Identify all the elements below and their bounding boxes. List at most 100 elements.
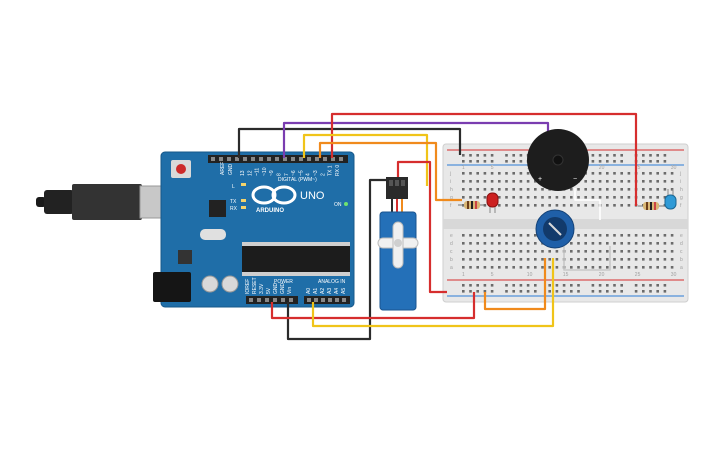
breadboard-hole[interactable] [570, 266, 573, 269]
breadboard-hole[interactable] [490, 172, 494, 175]
breadboard-hole[interactable] [584, 266, 587, 269]
breadboard-hole[interactable] [505, 266, 508, 269]
breadboard-hole[interactable] [476, 242, 479, 245]
breadboard-hole[interactable] [620, 234, 623, 237]
breadboard-hole[interactable] [606, 242, 609, 245]
breadboard-hole[interactable] [462, 188, 465, 191]
breadboard-hole[interactable] [462, 290, 465, 293]
breadboard-hole[interactable] [642, 234, 645, 237]
breadboard-hole[interactable] [512, 242, 515, 245]
breadboard-hole[interactable] [620, 284, 623, 287]
breadboard-hole[interactable] [663, 180, 667, 183]
breadboard-hole[interactable] [534, 266, 537, 269]
breadboard-hole[interactable] [649, 250, 652, 253]
breadboard-hole[interactable] [512, 204, 515, 207]
breadboard-hole[interactable] [649, 160, 652, 163]
breadboard-hole[interactable] [548, 266, 551, 269]
breadboard-hole[interactable] [656, 234, 659, 237]
breadboard-hole[interactable] [642, 160, 645, 163]
breadboard-hole[interactable] [570, 242, 573, 245]
breadboard-hole[interactable] [562, 290, 566, 293]
breadboard-hole[interactable] [570, 204, 573, 207]
breadboard-hole[interactable] [469, 160, 472, 163]
header-pin[interactable] [265, 298, 269, 302]
header-pin[interactable] [227, 157, 231, 161]
breadboard-hole[interactable] [620, 180, 623, 183]
breadboard-hole[interactable] [613, 258, 616, 261]
breadboard-hole[interactable] [519, 290, 523, 293]
wire-grey-pot[interactable] [563, 246, 611, 271]
breadboard-hole[interactable] [642, 258, 645, 261]
breadboard-hole[interactable] [656, 284, 659, 287]
breadboard-hole[interactable] [670, 258, 674, 261]
breadboard-hole[interactable] [555, 250, 559, 253]
header-pin[interactable] [315, 157, 319, 161]
breadboard-hole[interactable] [598, 188, 602, 191]
breadboard-hole[interactable] [562, 196, 566, 199]
breadboard-hole[interactable] [555, 266, 559, 269]
breadboard-hole[interactable] [476, 234, 479, 237]
breadboard-hole[interactable] [591, 242, 595, 245]
breadboard-hole[interactable] [591, 234, 595, 237]
breadboard-hole[interactable] [663, 188, 667, 191]
wire-orange-led[interactable] [318, 141, 462, 202]
red-led[interactable] [486, 192, 499, 213]
breadboard-hole[interactable] [498, 250, 501, 253]
header-pin[interactable] [299, 157, 303, 161]
header-pin[interactable] [259, 157, 263, 161]
header-pin[interactable] [249, 298, 253, 302]
breadboard-hole[interactable] [591, 160, 595, 163]
breadboard-hole[interactable] [512, 188, 515, 191]
breadboard-hole[interactable] [634, 266, 638, 269]
breadboard-hole[interactable] [548, 284, 551, 287]
breadboard-hole[interactable] [663, 196, 667, 199]
breadboard-hole[interactable] [526, 188, 530, 191]
breadboard-hole[interactable] [519, 242, 523, 245]
header-pin[interactable] [291, 157, 295, 161]
breadboard-hole[interactable] [642, 284, 645, 287]
breadboard-hole[interactable] [570, 250, 573, 253]
breadboard-hole[interactable] [656, 258, 659, 261]
breadboard-hole[interactable] [642, 172, 645, 175]
breadboard-hole[interactable] [483, 160, 487, 163]
breadboard-hole[interactable] [519, 154, 523, 157]
header-pin[interactable] [339, 157, 343, 161]
breadboard-hole[interactable] [519, 196, 523, 199]
breadboard-hole[interactable] [483, 204, 487, 207]
header-pin[interactable] [257, 298, 261, 302]
breadboard-hole[interactable] [534, 234, 537, 237]
reset-button[interactable] [171, 160, 191, 178]
breadboard-hole[interactable] [656, 196, 659, 199]
wire-black-gnd-top[interactable] [237, 127, 462, 158]
breadboard-hole[interactable] [656, 266, 659, 269]
breadboard-hole[interactable] [512, 160, 515, 163]
breadboard-hole[interactable] [606, 188, 609, 191]
breadboard-hole[interactable] [591, 204, 595, 207]
wire-orange-pot[interactable] [483, 258, 547, 311]
header-pin[interactable] [283, 157, 287, 161]
breadboard-hole[interactable] [512, 266, 515, 269]
breadboard-hole[interactable] [512, 250, 515, 253]
breadboard-hole[interactable] [462, 172, 465, 175]
breadboard-hole[interactable] [476, 180, 479, 183]
breadboard-hole[interactable] [663, 160, 667, 163]
breadboard-hole[interactable] [663, 258, 667, 261]
breadboard-hole[interactable] [512, 290, 515, 293]
header-pin[interactable] [251, 157, 255, 161]
header-pin[interactable] [335, 298, 339, 302]
breadboard-hole[interactable] [663, 234, 667, 237]
breadboard-hole[interactable] [591, 172, 595, 175]
breadboard-hole[interactable] [483, 180, 487, 183]
breadboard-hole[interactable] [534, 180, 537, 183]
breadboard-hole[interactable] [613, 290, 616, 293]
breadboard-hole[interactable] [591, 258, 595, 261]
breadboard-hole[interactable] [519, 188, 523, 191]
breadboard-hole[interactable] [613, 250, 616, 253]
breadboard-hole[interactable] [469, 266, 472, 269]
breadboard-hole[interactable] [598, 172, 602, 175]
breadboard-hole[interactable] [490, 250, 494, 253]
breadboard-hole[interactable] [490, 290, 494, 293]
breadboard-hole[interactable] [606, 172, 609, 175]
breadboard-hole[interactable] [469, 290, 472, 293]
breadboard-hole[interactable] [577, 266, 580, 269]
